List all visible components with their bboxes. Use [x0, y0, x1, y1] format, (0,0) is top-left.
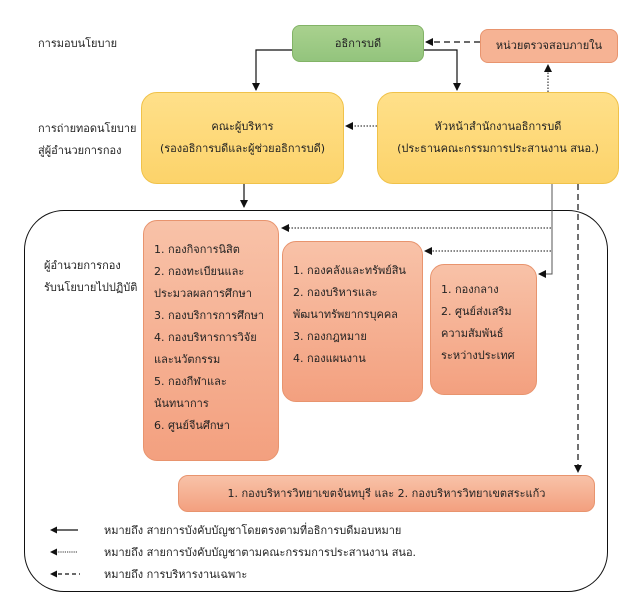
- label-directors-line1: ผู้อำนวยการกอง: [44, 259, 121, 272]
- label-policy-transfer-line1: การถ่ายทอดนโยบาย: [38, 122, 137, 135]
- legend-text: หมายถึง สายการบังคับบัญชาตามคณะกรรมการปร…: [104, 546, 417, 559]
- division-item: 1. กองกลาง: [441, 283, 499, 296]
- division-item: 2. กองบริหารและ: [293, 286, 378, 299]
- legend-dashed-arrow-icon: [50, 570, 80, 578]
- legend-text: หมายถึง สายการบังคับบัญชาโดยตรงตามที่อธิ…: [104, 524, 402, 537]
- node-president-label: อธิการบดี: [334, 36, 382, 50]
- node-executive-board[interactable]: คณะผู้บริหาร (รองอธิการบดีและผู้ช่วยอธิก…: [141, 92, 344, 184]
- node-president[interactable]: อธิการบดี: [292, 25, 424, 62]
- node-campuses[interactable]: 1. กองบริหารวิทยาเขตจันทบุรี และ 2. กองบ…: [178, 475, 595, 512]
- division-item: 2. กองทะเบียนและ: [154, 265, 245, 278]
- division-item: 5. กองกีฬาและ: [154, 375, 227, 388]
- legend-item-solid: หมายถึง สายการบังคับบัญชาโดยตรงตามที่อธิ…: [50, 521, 401, 539]
- node-division-group-c[interactable]: 1. กองกลาง 2. ศูนย์ส่งเสริม ความสัมพันธ์…: [430, 264, 537, 395]
- legend-item-dashed: หมายถึง การบริหารงานเฉพาะ: [50, 565, 247, 583]
- node-executive-board-title: คณะผู้บริหาร: [211, 120, 274, 133]
- division-item: ประมวลผลการศึกษา: [154, 287, 252, 300]
- division-item: ความสัมพันธ์: [441, 327, 504, 340]
- node-executive-board-subtitle: (รองอธิการบดีและผู้ช่วยอธิการบดี): [159, 142, 326, 155]
- node-internal-audit-label: หน่วยตรวจสอบภายใน: [495, 39, 603, 52]
- label-directors-line2: รับนโยบายไปปฏิบัติ: [44, 281, 138, 294]
- edge-president-to-board: [252, 49, 292, 91]
- division-item: 1. กองกิจการนิสิต: [154, 243, 240, 256]
- division-item: และนวัตกรรม: [154, 353, 221, 366]
- division-item: 6. ศูนย์จีนศึกษา: [154, 419, 230, 432]
- division-item: พัฒนาทรัพยากรบุคคล: [293, 308, 398, 321]
- edge-president-to-office: [424, 49, 461, 91]
- node-office-head-title: หัวหน้าสำนักงานอธิการบดี: [434, 120, 562, 133]
- node-division-group-b[interactable]: 1. กองคลังและทรัพย์สิน 2. กองบริหารและ พ…: [282, 241, 423, 402]
- division-item: 4. กองบริหารการวิจัย: [154, 331, 257, 344]
- node-campuses-label: 1. กองบริหารวิทยาเขตจันทบุรี และ 2. กองบ…: [227, 486, 546, 500]
- legend-dotted-arrow-icon: [50, 548, 78, 556]
- legend-item-dotted: หมายถึง สายการบังคับบัญชาตามคณะกรรมการปร…: [50, 543, 416, 561]
- division-item: 3. กองบริการการศึกษา: [154, 309, 265, 322]
- division-item: 4. กองแผนงาน: [293, 352, 366, 365]
- division-item: 1. กองคลังและทรัพย์สิน: [293, 264, 406, 277]
- division-item: นันทนาการ: [154, 397, 209, 410]
- division-item: ระหว่างประเทศ: [441, 349, 515, 362]
- division-item: 2. ศูนย์ส่งเสริม: [441, 305, 512, 318]
- label-policy-assign: การมอบนโยบาย: [38, 37, 118, 50]
- node-office-head-subtitle: (ประธานคณะกรรมการประสานงาน สนอ.): [397, 142, 599, 155]
- node-office-head[interactable]: หัวหน้าสำนักงานอธิการบดี (ประธานคณะกรรมก…: [377, 92, 619, 184]
- node-internal-audit[interactable]: หน่วยตรวจสอบภายใน: [480, 29, 618, 63]
- divisions-frame: [24, 210, 608, 592]
- legend-text: หมายถึง การบริหารงานเฉพาะ: [104, 568, 248, 581]
- division-item: 3. กองกฎหมาย: [293, 330, 367, 343]
- node-division-group-a[interactable]: 1. กองกิจการนิสิต 2. กองทะเบียนและ ประมว…: [143, 220, 279, 461]
- legend-solid-arrow-icon: [50, 526, 78, 534]
- label-policy-transfer-line2: สู่ผู้อำนวยการกอง: [38, 144, 122, 157]
